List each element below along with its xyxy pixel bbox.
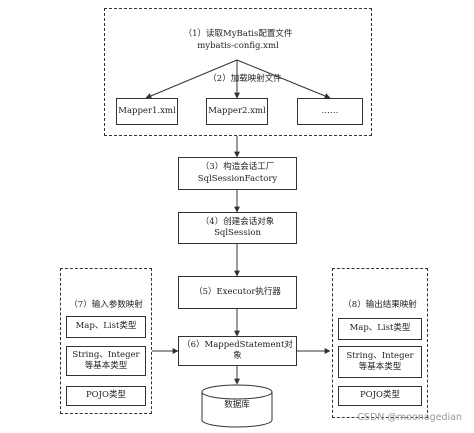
executor-box: （5）Executor执行器 (178, 276, 297, 309)
config-file-line2: mybatis-config.xml (197, 40, 279, 51)
output-basic-types-box: String、Integer等基本类型 (338, 346, 422, 378)
input-map-list-label: Map、List类型 (75, 321, 137, 332)
input-mapping-title: （7）输入参数映射 (69, 300, 143, 310)
input-mapping-region (60, 268, 152, 414)
mapper2-label: Mapper2.xml (208, 105, 266, 116)
output-pojo-label: POJO类型 (359, 390, 401, 401)
mapped-statement-label: （6）MappedStatement对象 (182, 339, 293, 361)
database-label: 数据库 (224, 400, 250, 410)
mapper-more-box: …… (297, 98, 363, 125)
database-cylinder (201, 384, 273, 428)
mapper-more-label: …… (321, 105, 339, 116)
session-factory-box: （3）构造会话工厂 SqlSessionFactory (178, 157, 297, 190)
mapper1-label: Mapper1.xml (118, 105, 176, 116)
config-region (104, 8, 372, 136)
session-line1: （4）创建会话对象 (200, 216, 275, 227)
config-file-line1: （1）读取MyBatis配置文件 (183, 29, 293, 39)
output-map-list-label: Map、List类型 (349, 323, 411, 334)
input-pojo-box: POJO类型 (66, 386, 146, 406)
mapped-statement-box: （6）MappedStatement对象 (178, 336, 297, 366)
mapper2-box: Mapper2.xml (206, 98, 268, 125)
output-map-list-box: Map、List类型 (338, 318, 422, 340)
mapper1-box: Mapper1.xml (116, 98, 178, 125)
input-basic-types-box: String、Integer等基本类型 (66, 346, 146, 376)
session-line2: SqlSession (214, 228, 261, 238)
config-file-label: （1）读取MyBatis配置文件 mybatis-config.xml (104, 29, 372, 53)
input-map-list-box: Map、List类型 (66, 316, 146, 338)
session-factory-line2: SqlSessionFactory (197, 173, 278, 184)
output-basic-types-label: String、Integer等基本类型 (346, 350, 414, 372)
output-mapping-region (332, 268, 428, 418)
csdn-watermark: CSDN @moonagedian (357, 412, 462, 423)
load-mapping-label: （2）加载映射文件 (208, 74, 282, 84)
input-basic-types-label: String、Integer等基本类型 (72, 349, 140, 371)
session-box: （4）创建会话对象 SqlSession (178, 212, 297, 244)
output-pojo-box: POJO类型 (338, 386, 422, 406)
executor-label: （5）Executor执行器 (194, 286, 281, 297)
output-mapping-title: （8）输出结果映射 (343, 300, 417, 310)
arrow-to-mapper-more (236, 59, 331, 99)
session-factory-line1: （3）构造会话工厂 (200, 162, 275, 173)
input-pojo-label: POJO类型 (85, 390, 127, 401)
arrow-to-mapper1 (145, 59, 238, 99)
